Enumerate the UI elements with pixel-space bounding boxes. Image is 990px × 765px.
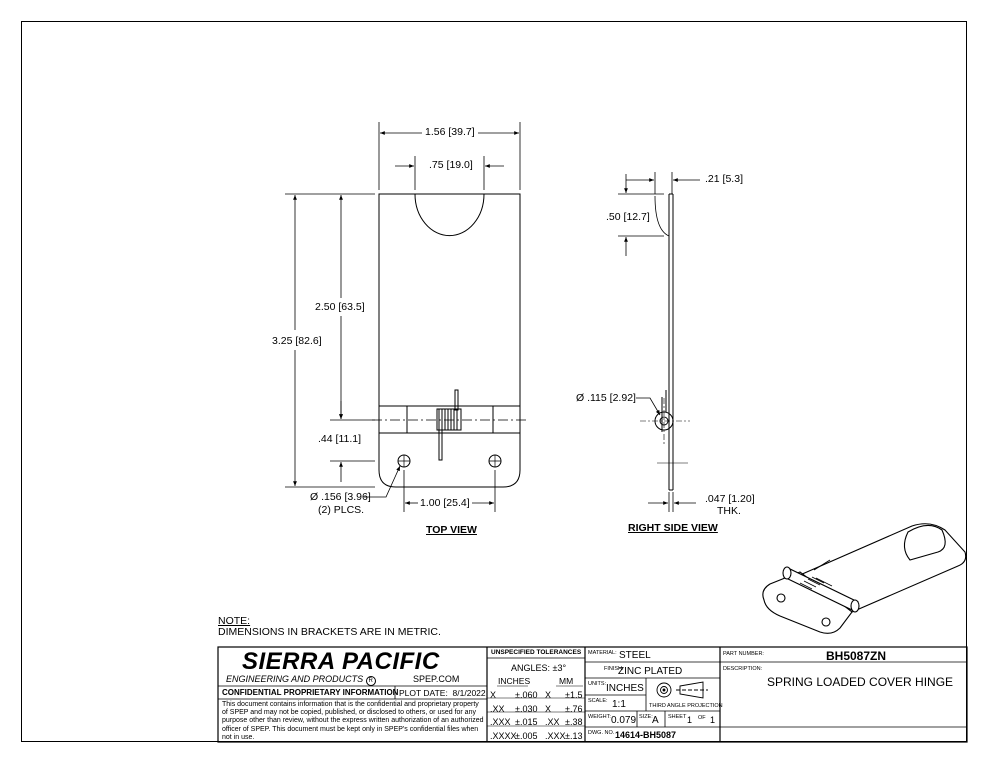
projection-label: THIRD ANGLE PROJECTION <box>649 703 723 709</box>
tolerance-mm-tol: ±.13 <box>565 730 583 741</box>
tolerance-in-fmt: .XX <box>490 703 505 714</box>
dim-hole-qty: (2) PLCS. <box>318 504 365 516</box>
tolerance-mm-fmt: .XX <box>545 717 560 727</box>
tolerance-mm-tol: ±.76 <box>565 703 583 714</box>
company-subtitle: ENGINEERING AND PRODUCTS R <box>226 675 376 686</box>
scale-label: SCALE: <box>588 698 608 704</box>
note-text: DIMENSIONS IN BRACKETS ARE IN METRIC. <box>218 626 441 638</box>
dim-thickness: .047 [1.20] <box>705 493 755 505</box>
weight-value: 0.079 <box>611 715 637 726</box>
description-value: SPRING LOADED COVER HINGE <box>767 675 954 689</box>
tolerance-in-tol: ±.015 <box>515 717 538 727</box>
tolerance-mm-tol: ±1.5 <box>565 690 583 700</box>
isometric-view <box>762 523 967 634</box>
dim-leaf-height: 2.50 [63.5] <box>315 301 365 313</box>
size-label: SIZE: <box>639 714 653 720</box>
size-value: A <box>652 715 659 726</box>
sheet-total: 1 <box>710 715 716 725</box>
units-value: INCHES <box>606 683 644 694</box>
sheet-value: 1 <box>687 715 693 725</box>
tolerance-in-tol: ±.060 <box>515 690 538 700</box>
dim-notch-depth: .50 [12.7] <box>606 211 650 223</box>
company-logo: SIERRA PACIFIC <box>242 648 440 675</box>
tolerance-mm-fmt: .XXX <box>545 730 566 741</box>
dim-notch-width: .75 [19.0] <box>429 159 473 171</box>
finish-label: FINISH: <box>604 666 624 672</box>
top-view-title: TOP VIEW <box>426 524 477 536</box>
title-block-lines <box>217 646 968 743</box>
dwg-no-value: 14614-BH5087 <box>615 730 677 740</box>
dim-width: 1.56 [39.7] <box>425 126 475 138</box>
third-angle-projection-icon <box>656 681 708 699</box>
tolerance-in-fmt: .XXXX <box>490 730 517 741</box>
company-website: SPEP.COM <box>413 674 460 684</box>
scale-value: 1:1 <box>612 699 626 710</box>
finish-value: ZINC PLATED <box>618 666 683 677</box>
confidential-text: This document contains information that … <box>222 701 484 741</box>
of-label: OF <box>698 715 706 721</box>
top-view-part <box>372 193 527 488</box>
tolerance-in-fmt: X <box>490 690 497 700</box>
side-view-part <box>640 193 690 491</box>
units-label: UNITS: <box>588 681 607 687</box>
part-number-label: PART NUMBER: <box>723 651 764 657</box>
tolerances-mm-label: MM <box>559 676 574 686</box>
dim-hole-offset: .44 [11.1] <box>318 433 362 445</box>
tolerance-mm-fmt: X <box>545 690 552 700</box>
tolerances-header: UNSPECIFIED TOLERANCES <box>491 649 582 656</box>
material-value: STEEL <box>619 650 651 661</box>
dim-thk-label: THK. <box>717 505 741 517</box>
sheet-label: SHEET <box>668 714 687 720</box>
tolerances-inches-label: INCHES <box>498 676 531 686</box>
description-label: DESCRIPTION: <box>723 666 763 672</box>
dim-overall-height: 3.25 [82.6] <box>272 335 322 347</box>
tolerance-mm-tol: ±.38 <box>565 717 583 727</box>
tolerance-in-tol: ±.005 <box>515 730 538 741</box>
weight-label: WEIGHT: <box>588 714 611 720</box>
tolerance-mm-fmt: X <box>545 703 552 714</box>
tolerances-angles: ANGLES: ±3° <box>511 663 567 673</box>
plot-date: PLOT DATE: 8/1/2022 <box>399 688 486 698</box>
dim-side-offset: .21 [5.3] <box>705 173 743 185</box>
material-label: MATERIAL: <box>588 650 617 656</box>
confidential-header: CONFIDENTIAL PROPRIETARY INFORMATION <box>222 688 399 697</box>
side-view-dims <box>618 172 700 512</box>
dwg-no-label: DWG. NO. <box>588 730 615 736</box>
note-heading: NOTE: <box>218 615 251 627</box>
dim-hole-spacing: 1.00 [25.4] <box>420 497 470 509</box>
dim-pin-diameter: Ø .115 [2.92] <box>576 392 636 404</box>
tolerance-in-tol: ±.030 <box>515 703 538 714</box>
side-view-title: RIGHT SIDE VIEW <box>628 522 718 534</box>
registered-icon: R <box>365 676 376 686</box>
tolerance-in-fmt: .XXX <box>490 717 511 727</box>
dim-hole-diameter: Ø .156 [3.96] <box>310 491 371 503</box>
part-number-value: BH5087ZN <box>826 649 887 663</box>
top-view-dims <box>285 122 521 512</box>
